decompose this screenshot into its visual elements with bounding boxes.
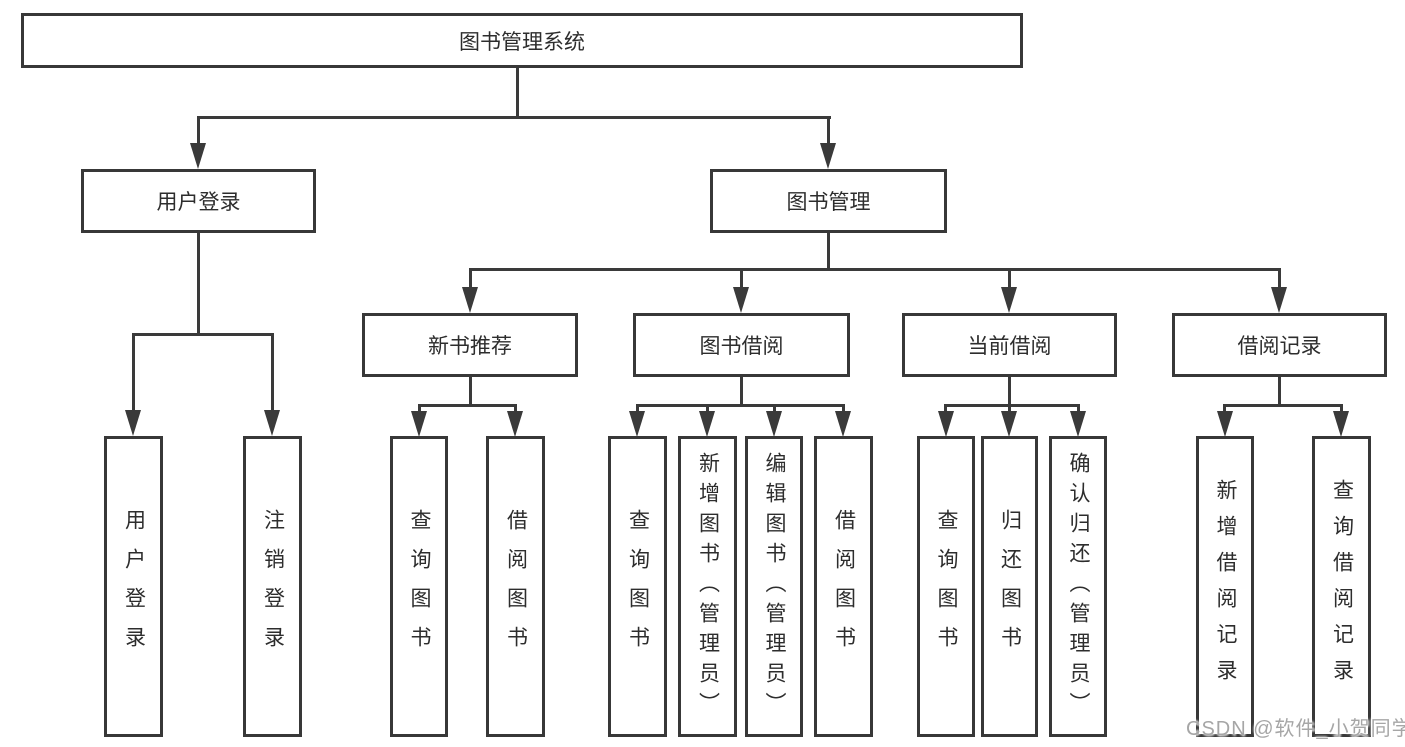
leaf-label: 新增图书（管理员） bbox=[696, 451, 720, 722]
connector-drop bbox=[842, 404, 845, 414]
connector-new-book-horizontal bbox=[418, 404, 517, 407]
connector-stub-book-management bbox=[827, 116, 830, 146]
leaf-label: 借阅图书 bbox=[504, 508, 528, 665]
arrow-down-icon bbox=[190, 143, 206, 169]
node-book-borrowing: 图书借阅 bbox=[633, 313, 850, 377]
connector-drop bbox=[706, 404, 709, 414]
arrow-down-icon bbox=[733, 287, 749, 313]
leaf-label: 查询图书 bbox=[408, 508, 431, 665]
arrow-down-icon bbox=[462, 287, 478, 313]
arrow-down-icon bbox=[1333, 411, 1349, 437]
leaf-borrow-books-recommend: 借阅图书 bbox=[486, 436, 545, 737]
leaf-label: 查询图书 bbox=[626, 508, 650, 665]
leaf-user-login: 用户登录 bbox=[104, 436, 163, 737]
connector-stub-book-borrow bbox=[740, 268, 743, 290]
node-label: 图书管理系统 bbox=[459, 30, 585, 54]
leaf-label: 查询图书 bbox=[935, 508, 958, 665]
leaf-return-book: 归还图书 bbox=[981, 436, 1038, 737]
leaf-label: 新增借阅记录 bbox=[1214, 478, 1237, 695]
connector-new-book-vertical bbox=[469, 377, 472, 406]
connector-drop-leaf-logout bbox=[271, 333, 274, 413]
arrow-down-icon bbox=[766, 411, 782, 437]
connector-stub-borrow-records bbox=[1278, 268, 1281, 290]
connector-current-borrow-horizontal bbox=[944, 404, 1080, 407]
node-borrowing-records: 借阅记录 bbox=[1172, 313, 1387, 377]
connector-drop bbox=[773, 404, 776, 414]
connector-current-borrow-vertical bbox=[1008, 377, 1011, 406]
arrow-down-icon bbox=[125, 410, 141, 436]
leaf-add-borrow-record: 新增借阅记录 bbox=[1196, 436, 1254, 737]
leaf-query-books-current: 查询图书 bbox=[917, 436, 975, 737]
connector-drop bbox=[418, 404, 421, 414]
connector-stub-user-login bbox=[197, 116, 200, 146]
connector-stub-current-borrow bbox=[1008, 268, 1011, 290]
connector-user-login-vertical bbox=[197, 233, 200, 335]
node-new-book-recommendation: 新书推荐 bbox=[362, 313, 578, 377]
connector-borrow-records-horizontal bbox=[1223, 404, 1343, 407]
arrow-down-icon bbox=[1070, 411, 1086, 437]
leaf-edit-book-admin: 编辑图书（管理员） bbox=[745, 436, 803, 737]
arrow-down-icon bbox=[1271, 287, 1287, 313]
watermark: CSDN @软件_小贺同学 bbox=[1186, 718, 1405, 740]
connector-root-horizontal bbox=[197, 116, 831, 119]
connector-drop bbox=[514, 404, 517, 414]
connector-book-borrow-horizontal bbox=[636, 404, 845, 407]
leaf-logout: 注销登录 bbox=[243, 436, 302, 737]
leaf-query-borrow-record: 查询借阅记录 bbox=[1312, 436, 1371, 737]
connector-drop bbox=[636, 404, 639, 414]
arrow-down-icon bbox=[938, 411, 954, 437]
leaf-label: 用户登录 bbox=[122, 508, 146, 665]
connector-drop-leaf-user-login bbox=[132, 333, 135, 413]
node-user-login: 用户登录 bbox=[81, 169, 316, 233]
node-current-borrowing: 当前借阅 bbox=[902, 313, 1117, 377]
node-library-management-system: 图书管理系统 bbox=[21, 13, 1023, 68]
arrow-down-icon bbox=[1001, 287, 1017, 313]
leaf-add-book-admin: 新增图书（管理员） bbox=[678, 436, 737, 737]
leaf-confirm-return-admin: 确认归还（管理员） bbox=[1049, 436, 1107, 737]
connector-borrow-records-vertical bbox=[1278, 377, 1281, 406]
connector-book-management-horizontal bbox=[469, 268, 1281, 271]
leaf-label: 查询借阅记录 bbox=[1330, 478, 1354, 695]
leaf-label: 编辑图书（管理员） bbox=[763, 451, 786, 722]
node-book-management: 图书管理 bbox=[710, 169, 947, 233]
leaf-query-books-recommend: 查询图书 bbox=[390, 436, 448, 737]
node-label: 图书管理 bbox=[786, 191, 871, 214]
connector-drop bbox=[1008, 404, 1011, 414]
leaf-label: 确认归还（管理员） bbox=[1067, 451, 1090, 722]
leaf-borrow-books-borrowing: 借阅图书 bbox=[814, 436, 873, 737]
arrow-down-icon bbox=[699, 411, 715, 437]
leaf-query-books-borrowing: 查询图书 bbox=[608, 436, 667, 737]
arrow-down-icon bbox=[411, 411, 427, 437]
node-label: 图书借阅 bbox=[699, 335, 784, 358]
connector-stub-new-book bbox=[469, 268, 472, 290]
leaf-label: 注销登录 bbox=[261, 508, 285, 665]
connector-root-vertical bbox=[516, 68, 519, 116]
node-label: 当前借阅 bbox=[967, 335, 1052, 358]
connector-drop bbox=[1077, 404, 1080, 414]
leaf-label: 归还图书 bbox=[998, 508, 1022, 665]
arrow-down-icon bbox=[1217, 411, 1233, 437]
arrow-down-icon bbox=[1001, 411, 1017, 437]
connector-book-management-vertical bbox=[827, 233, 830, 270]
connector-book-borrow-vertical bbox=[740, 377, 743, 406]
node-label: 用户登录 bbox=[156, 191, 241, 214]
arrow-down-icon bbox=[820, 143, 836, 169]
arrow-down-icon bbox=[507, 411, 523, 437]
connector-drop bbox=[944, 404, 947, 414]
arrow-down-icon bbox=[629, 411, 645, 437]
arrow-down-icon bbox=[835, 411, 851, 437]
leaf-label: 借阅图书 bbox=[832, 508, 856, 665]
connector-user-login-horizontal bbox=[132, 333, 274, 336]
connector-drop bbox=[1223, 404, 1226, 414]
node-label: 新书推荐 bbox=[428, 335, 512, 358]
node-label: 借阅记录 bbox=[1237, 335, 1322, 358]
connector-drop bbox=[1340, 404, 1343, 414]
arrow-down-icon bbox=[264, 410, 280, 436]
